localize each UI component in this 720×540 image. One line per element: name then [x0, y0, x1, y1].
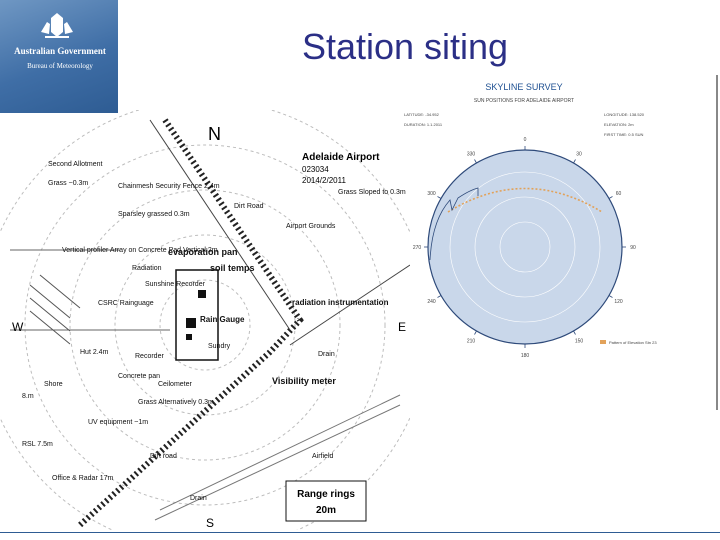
- azimuth-label: 270: [413, 245, 422, 251]
- azimuth-label: 90: [630, 245, 636, 251]
- site-plan-diagram: N S E W Adelaide Airport 023034 2014/2/2…: [0, 110, 410, 530]
- label-vertical-profiler: Vertical profiler Array on Concrete Pad …: [62, 247, 218, 254]
- azimuth-tick: [608, 295, 613, 298]
- label-radiation: Radiation: [132, 265, 162, 272]
- range-rings: [0, 110, 410, 530]
- label-drain-1: Drain: [318, 351, 335, 358]
- azimuth-label: 240: [427, 299, 436, 305]
- label-drain-2: Drain: [190, 495, 207, 502]
- compass-east: E: [398, 320, 406, 334]
- bottom-divider: [0, 532, 720, 533]
- label-office-radar: Office & Radar 17m: [52, 475, 114, 482]
- label-b-m: 8.m: [22, 393, 34, 400]
- boundary-line: [10, 249, 170, 331]
- coat-of-arms-icon: [41, 13, 73, 38]
- label-second-allotment: Second Allotment: [48, 161, 103, 168]
- skyline-info-right-2: ELEVATION: 2m: [604, 122, 634, 127]
- azimuth-label: 210: [467, 339, 476, 345]
- sky-dome-ring-3: [499, 221, 551, 273]
- azimuth-label: 180: [521, 353, 530, 359]
- rain-gauge-mark: [186, 318, 196, 328]
- label-dirt-road-2: Dirt road: [150, 453, 177, 460]
- azimuth-tick: [573, 330, 576, 335]
- label-grass-2: Grass Alternatively 0.3m: [138, 399, 214, 406]
- skyline-info-left-2: DURATION: 1.1.2011: [404, 122, 443, 127]
- sky-dome-ring-2: [474, 196, 576, 298]
- skyline-info-right-3: FIRST TIME: 0.5 SUN: [604, 132, 644, 137]
- government-name: Australian Government: [14, 46, 106, 56]
- label-evaporation-pan: evaporation pan: [168, 247, 238, 257]
- label-grass-1: Grass ~0.3m: [48, 180, 88, 187]
- site-name: Adelaide Airport: [302, 152, 380, 163]
- label-sparse-grass: Sparsley grassed 0.3m: [118, 211, 190, 218]
- skyline-survey-chart: SKYLINE SURVEY SUN POSITIONS FOR ADELAID…: [404, 82, 657, 359]
- compass-north: N: [208, 124, 221, 144]
- label-dirt-road: Dirt Road: [234, 203, 264, 210]
- azimuth-tick: [474, 159, 477, 164]
- label-chainmesh: Chainmesh Security Fence 2.4m: [118, 183, 220, 190]
- dirt-road-line: [149, 119, 291, 331]
- label-hut: Hut 2.4m: [80, 349, 109, 356]
- skyline-info-left-1: LATITUDE: -34.952: [404, 112, 440, 117]
- skyline-subtitle: SUN POSITIONS FOR ADELAIDE AIRPORT: [474, 98, 574, 104]
- sky-dome-ring-1: [449, 171, 601, 323]
- azimuth-label: 150: [575, 339, 584, 345]
- azimuth-label: 0: [524, 137, 527, 143]
- bureau-name: Bureau of Meteorology: [27, 62, 93, 70]
- sun-path: [447, 187, 603, 213]
- label-visibility-meter: Visibility meter: [272, 376, 336, 386]
- azimuth-label: 300: [427, 191, 436, 197]
- label-rsl: RSL 7.5m: [22, 441, 53, 448]
- range-rings-box: [285, 480, 367, 522]
- label-recorder: Recorder: [135, 353, 164, 360]
- skyline-obstruction: [429, 187, 479, 261]
- label-grass-sloped: Grass Sloped to 0.3m: [338, 189, 406, 196]
- skyline-info-right-1: LONGITUDE: 138.520: [604, 112, 645, 117]
- site-date: 2014/2/2011: [302, 176, 346, 185]
- instrument-enclosure: [175, 269, 219, 361]
- right-divider: [716, 75, 718, 410]
- radiation-instrument-mark: [198, 290, 206, 298]
- label-csrc: CSRC Rainguage: [98, 300, 154, 307]
- label-shore: Shore: [44, 381, 63, 388]
- azimuth-tick: [474, 330, 477, 335]
- sky-dome: [427, 149, 623, 345]
- skyline-title: SKYLINE SURVEY: [485, 82, 562, 92]
- compass-west: W: [12, 320, 24, 334]
- label-sunshine: Sunshine Recorder: [145, 281, 206, 288]
- azimuth-label: 60: [616, 191, 622, 197]
- azimuth-tick: [573, 159, 576, 164]
- azimuth-tick: [437, 295, 442, 298]
- label-ceilometer: Ceilometer: [158, 381, 193, 388]
- road-south-line: [154, 394, 401, 521]
- azimuth-label: 30: [576, 152, 582, 158]
- skyline-legend-swatch: [600, 340, 606, 344]
- bureau-logo: Australian Government Bureau of Meteorol…: [0, 0, 118, 113]
- azimuth-label: 120: [614, 299, 623, 305]
- airfield-edge-line: [289, 264, 410, 346]
- azimuth-tick: [437, 196, 442, 199]
- hatch-area: [29, 274, 81, 345]
- slide-title: Station siting: [301, 26, 509, 67]
- azimuth-ticks: [424, 146, 626, 348]
- range-rings-title: Range rings: [297, 489, 355, 500]
- label-rain-gauge: Rain Gauge: [200, 315, 245, 324]
- azimuth-tick: [608, 196, 613, 199]
- label-airport-grounds: Airport Grounds: [286, 223, 336, 230]
- compass-south: S: [206, 516, 214, 530]
- label-radiation-instruments: radiation instrumentation: [292, 298, 389, 307]
- skyline-legend: Pattern of Elevation Stn 23: [609, 340, 657, 345]
- azimuth-label: 330: [467, 152, 476, 158]
- sundry-mark: [186, 334, 192, 340]
- range-rings-distance: 20m: [316, 505, 336, 516]
- label-uv-equipment: UV equipment ~1m: [88, 419, 148, 426]
- label-concrete-pan: Concrete pan: [118, 373, 160, 380]
- site-id: 023034: [302, 165, 329, 174]
- label-soil-temps: soil temps: [210, 263, 255, 273]
- security-fence: [77, 118, 304, 528]
- label-sundry: Sundry: [208, 343, 231, 350]
- label-airfield: Airfield: [312, 453, 334, 460]
